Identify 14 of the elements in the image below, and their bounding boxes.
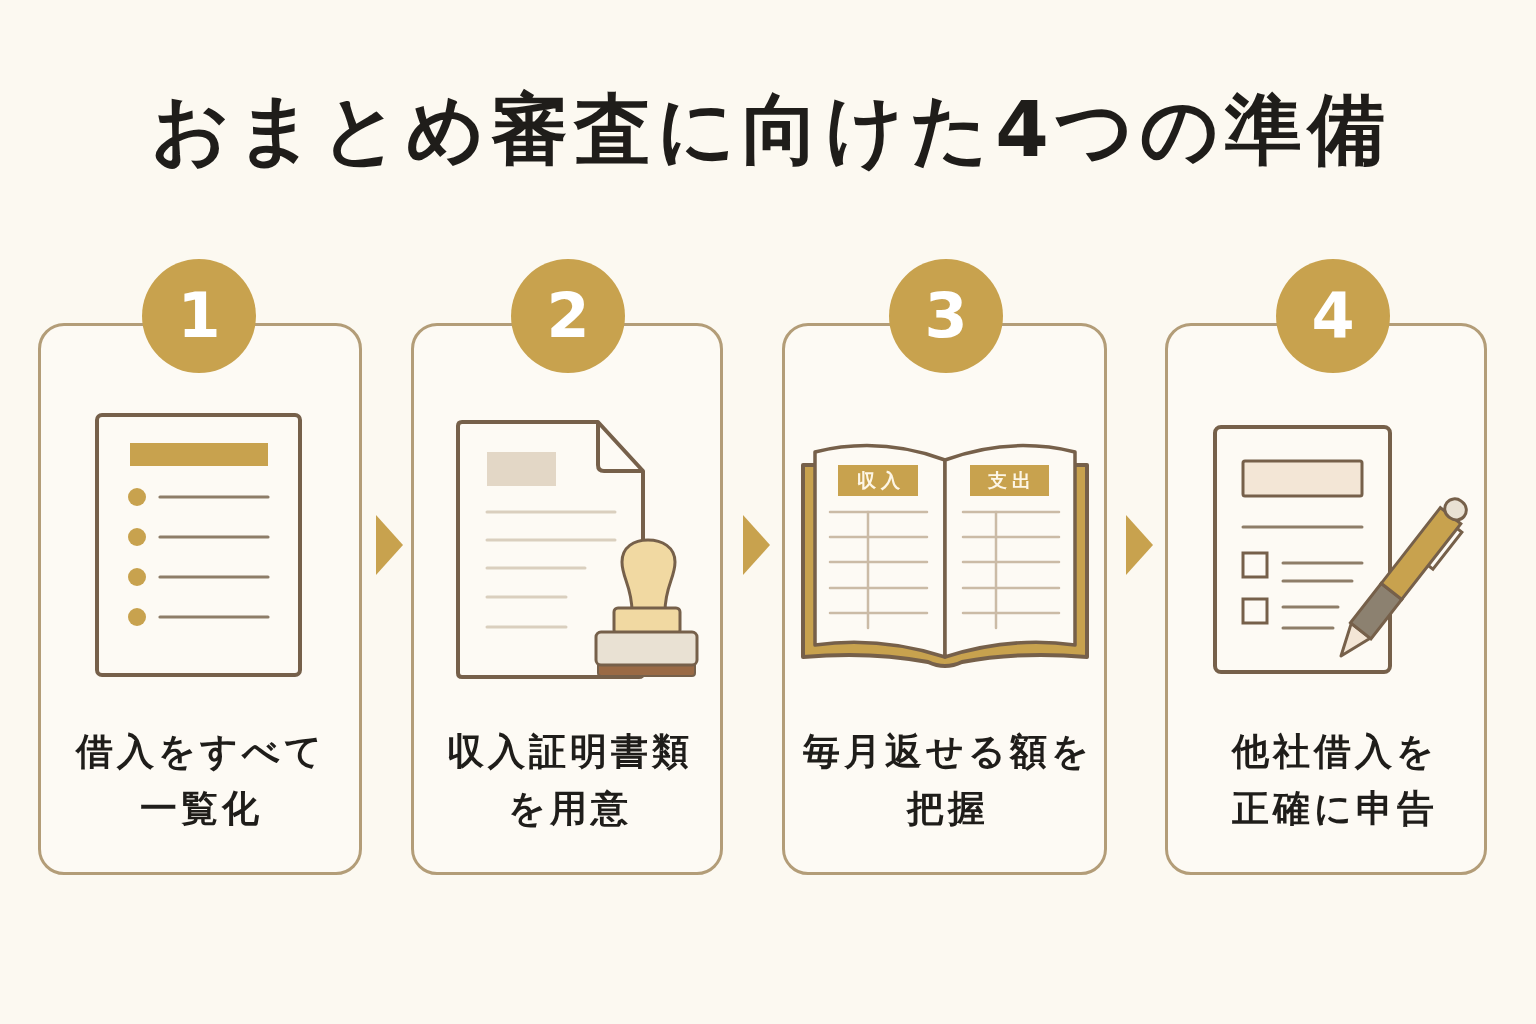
step-caption: 借入をすべて一覧化 — [74, 729, 327, 832]
step-number-badge: 2 — [511, 259, 625, 373]
title: おまとめ審査に向けた4つの準備 — [150, 86, 1392, 174]
chevron-arrow — [376, 515, 403, 575]
chevron-arrow — [1126, 515, 1153, 575]
step-number-badge: 4 — [1276, 259, 1390, 373]
step-number-badge: 1 — [142, 259, 256, 373]
step-number-badge: 3 — [889, 259, 1003, 373]
step-caption: 他社借入を正確に申告 — [1230, 729, 1439, 832]
chevron-arrow — [743, 515, 770, 575]
column-heading: 収入 — [838, 465, 918, 496]
step-caption: 毎月返せる額を把握 — [802, 729, 1094, 832]
column-heading: 支出 — [970, 465, 1049, 496]
step-caption: 収入証明書類を用意 — [446, 729, 694, 832]
